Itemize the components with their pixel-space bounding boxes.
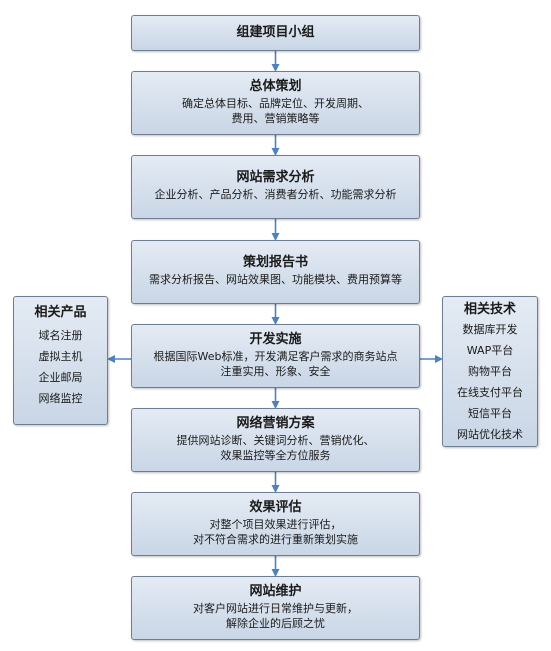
step-title: 网站需求分析 xyxy=(236,170,315,185)
step-development: 开发实施 根据国际Web标准，开发满足客户需求的商务站点 注重实用、形象、安全 xyxy=(131,324,420,388)
panel-item: WAP平台 xyxy=(466,344,514,357)
step-team: 组建项目小组 xyxy=(131,15,420,51)
related-products-panel: 相关产品 域名注册 虚拟主机 企业邮局 网络监控 xyxy=(13,296,108,425)
panel-item: 短信平台 xyxy=(468,407,512,420)
step-desc: 企业分析、产品分析、消费者分析、功能需求分析 xyxy=(154,188,397,201)
panel-item: 在线支付平台 xyxy=(457,386,523,399)
step-title: 网站维护 xyxy=(249,584,302,599)
step-desc: 费用、营销策略等 xyxy=(231,112,320,125)
step-maintenance: 网站维护 对客户网站进行日常维护与更新， 解除企业的后顾之忧 xyxy=(131,576,420,640)
panel-item: 网站优化技术 xyxy=(457,428,523,441)
step-desc: 提供网站诊断、关键词分析、营销优化、 xyxy=(176,434,375,447)
panel-title: 相关技术 xyxy=(463,302,516,317)
step-desc: 需求分析报告、网站效果图、功能模块、费用预算等 xyxy=(149,273,402,286)
panel-item: 域名注册 xyxy=(38,329,83,342)
step-desc: 确定总体目标、品牌定位、开发周期、 xyxy=(182,97,369,110)
panel-item: 购物平台 xyxy=(468,365,512,378)
step-marketing: 网络营销方案 提供网站诊断、关键词分析、营销优化、 效果监控等全方位服务 xyxy=(131,408,420,472)
step-title: 总体策划 xyxy=(249,79,302,94)
step-title: 网络营销方案 xyxy=(236,416,315,431)
step-report: 策划报告书 需求分析报告、网站效果图、功能模块、费用预算等 xyxy=(131,240,420,304)
step-desc: 效果监控等全方位服务 xyxy=(220,449,331,462)
panel-item: 虚拟主机 xyxy=(38,350,83,363)
panel-item: 网络监控 xyxy=(38,392,83,405)
panel-item: 数据库开发 xyxy=(462,323,518,336)
step-desc: 对不符合需求的进行重新策划实施 xyxy=(193,533,358,546)
panel-item: 企业邮局 xyxy=(38,371,83,384)
panel-title: 相关产品 xyxy=(34,305,87,320)
step-title: 组建项目小组 xyxy=(236,25,315,40)
step-desc: 对客户网站进行日常维护与更新， xyxy=(193,602,358,615)
step-planning: 总体策划 确定总体目标、品牌定位、开发周期、 费用、营销策略等 xyxy=(131,71,420,135)
step-title: 效果评估 xyxy=(249,500,302,515)
step-desc: 解除企业的后顾之忧 xyxy=(226,617,325,630)
step-desc: 注重实用、形象、安全 xyxy=(220,365,331,378)
related-tech-panel: 相关技术 数据库开发 WAP平台 购物平台 在线支付平台 短信平台 网站优化技术 xyxy=(442,296,538,447)
step-desc: 对整个项目效果进行评估， xyxy=(209,518,342,531)
step-title: 开发实施 xyxy=(249,332,302,347)
step-desc: 根据国际Web标准，开发满足客户需求的商务站点 xyxy=(153,350,398,363)
step-evaluation: 效果评估 对整个项目效果进行评估， 对不符合需求的进行重新策划实施 xyxy=(131,492,420,556)
step-title: 策划报告书 xyxy=(242,255,308,270)
step-requirements: 网站需求分析 企业分析、产品分析、消费者分析、功能需求分析 xyxy=(131,155,420,219)
